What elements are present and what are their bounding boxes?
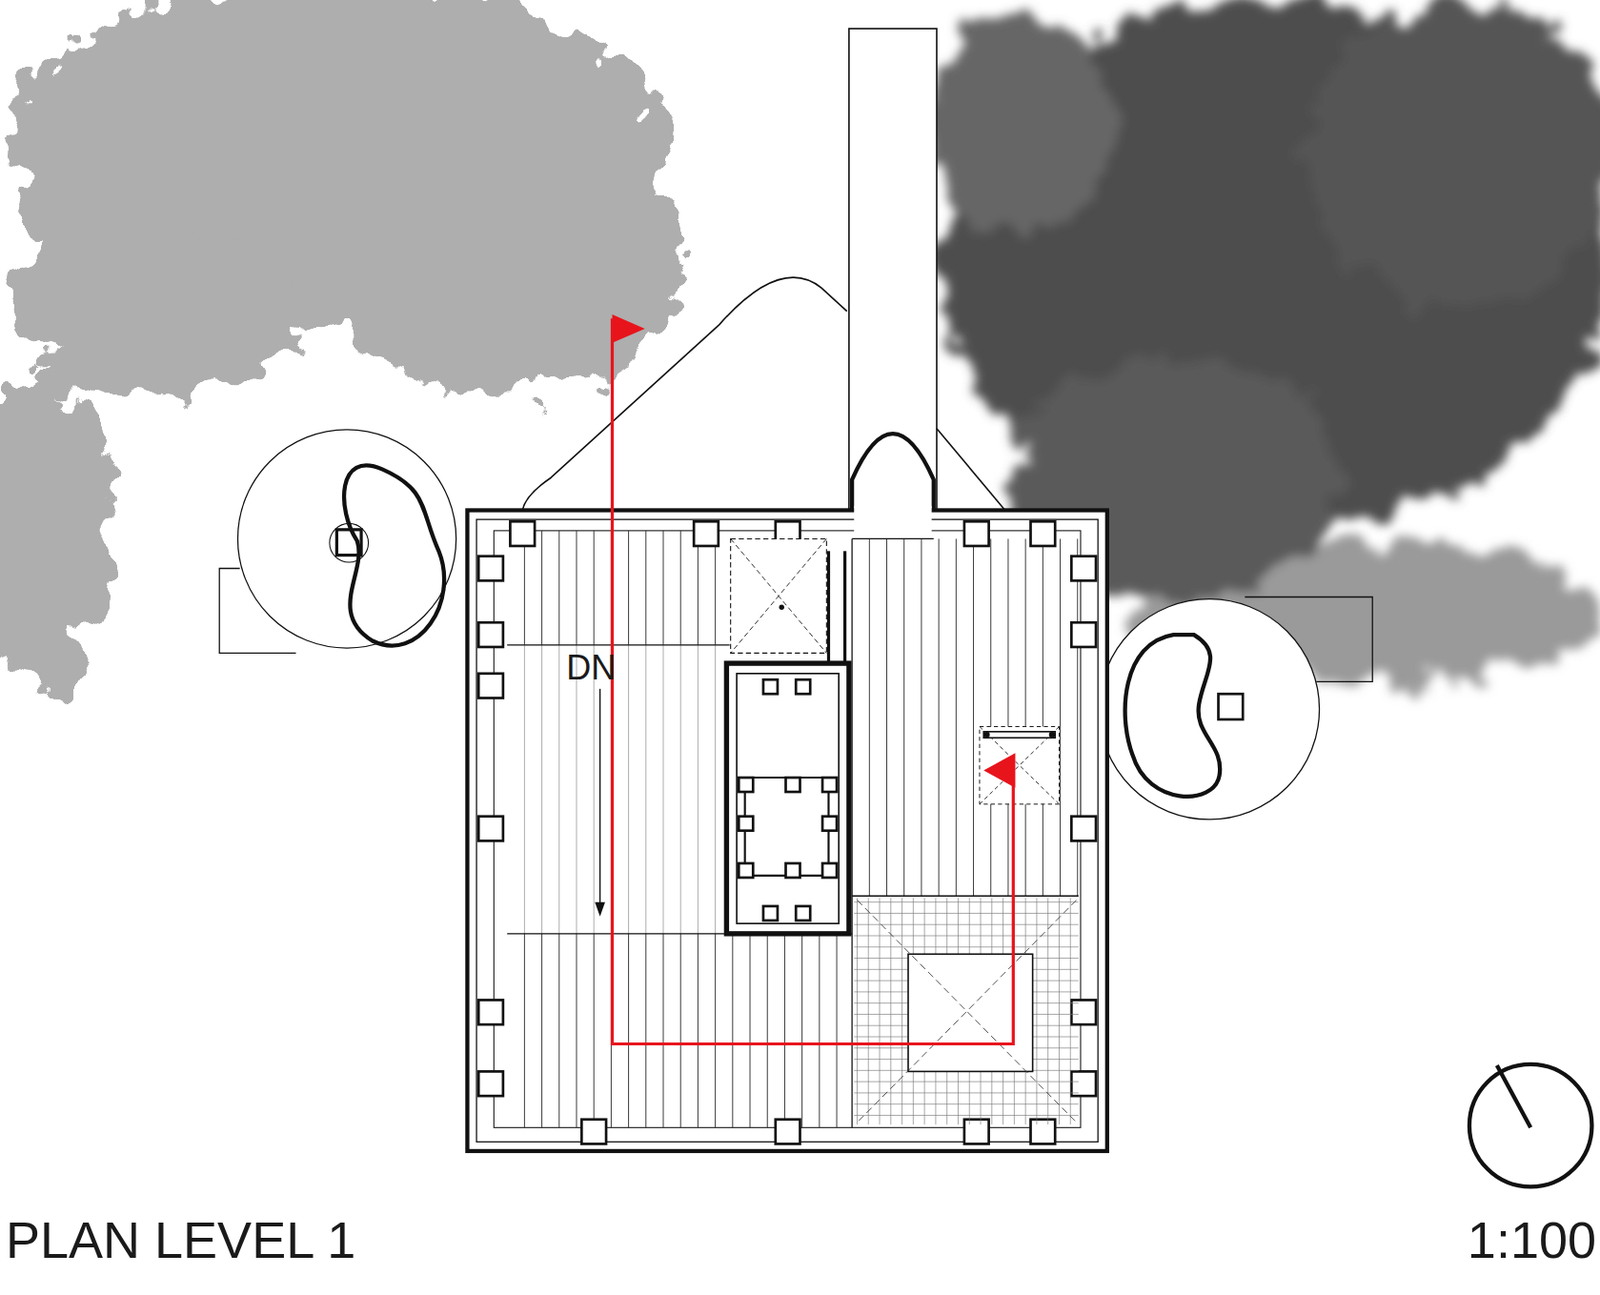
plan-title: PLAN LEVEL 1 <box>5 1214 356 1266</box>
scale-label: 1:100 <box>1467 1214 1597 1266</box>
stair-label: DN <box>566 650 616 686</box>
